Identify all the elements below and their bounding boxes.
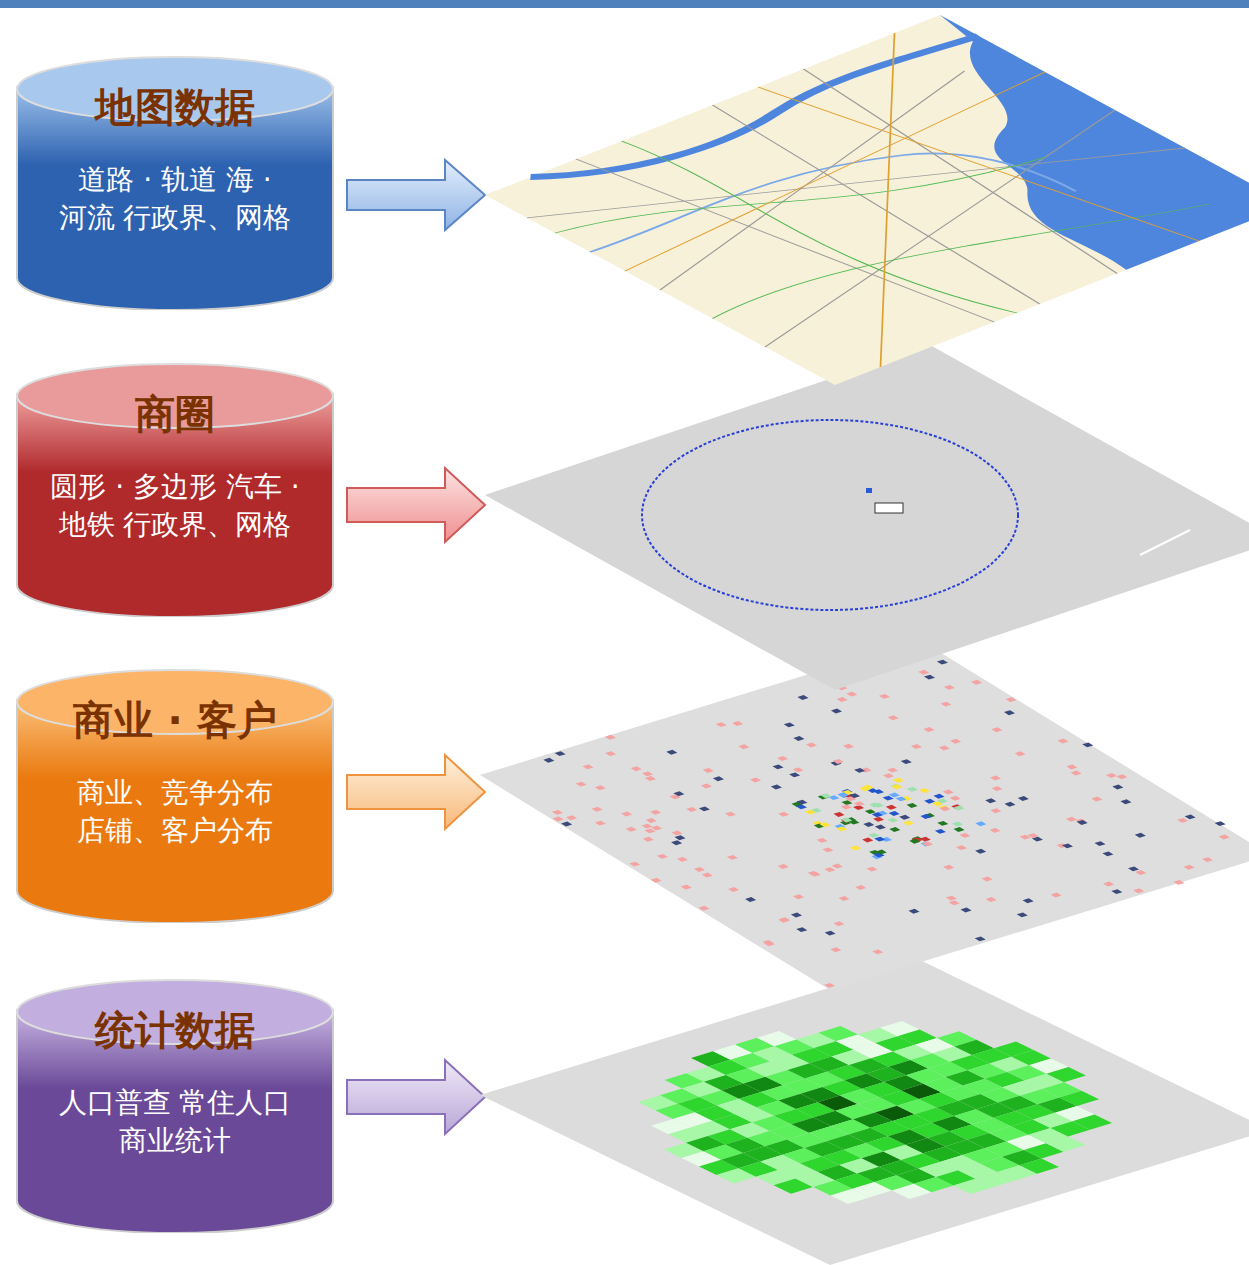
database-cylinder: 商业 · 客户商业、竞争分布 店铺、客户分布 <box>15 668 335 923</box>
database-cylinder: 统计数据人口普查 常住人口 商业统计 <box>15 978 335 1233</box>
cylinder-heading: 地图数据 <box>15 83 335 131</box>
cylinder-body: 人口普查 常住人口 商业统计 <box>50 1084 300 1160</box>
database-cylinder: 商圈圆形 · 多边形 汽车 · 地铁 行政界、网格 <box>15 362 335 617</box>
cylinder-body: 圆形 · 多边形 汽车 · 地铁 行政界、网格 <box>50 468 300 544</box>
top-bar <box>0 0 1249 8</box>
cylinder-body: 道路 · 轨道 海 · 河流 行政界、网格 <box>50 161 300 237</box>
cylinder-body: 商业、竞争分布 店铺、客户分布 <box>50 774 300 850</box>
cylinder-heading: 商业 · 客户 <box>15 696 335 744</box>
cylinder-heading: 统计数据 <box>15 1006 335 1054</box>
cylinder-heading: 商圈 <box>15 390 335 438</box>
database-cylinder: 地图数据道路 · 轨道 海 · 河流 行政界、网格 <box>15 55 335 310</box>
